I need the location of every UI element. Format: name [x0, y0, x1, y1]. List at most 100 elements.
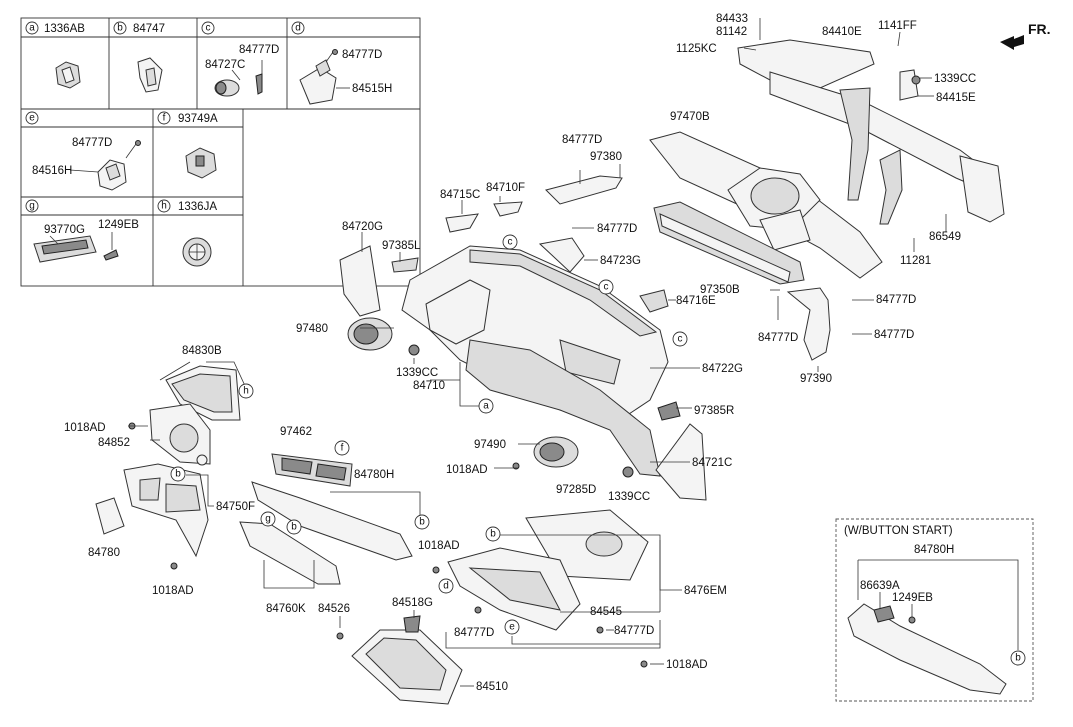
screw-1249eb-bs [908, 616, 916, 624]
inset-header-f: f 93749A [157, 111, 218, 125]
callout-g-diagram: g [265, 514, 271, 525]
clip-1336ab-drawing [55, 61, 81, 89]
label-11281: 11281 [900, 255, 931, 267]
button-start-title: (W/BUTTON START) [844, 525, 953, 537]
label-84415e: 84415E [936, 92, 976, 104]
callout-a-diagram: a [483, 401, 489, 412]
inset-letter-h: h [161, 201, 167, 212]
label-84777d-6: 84777D [454, 627, 494, 639]
callout-circle-c [201, 21, 215, 35]
callout-c-diagram-3: c [678, 334, 683, 345]
bracket-84515h-drawing [299, 49, 350, 105]
label-1339cc-top: 1339CC [934, 73, 976, 85]
label-84720g: 84720G [342, 221, 383, 233]
vent-97480 [347, 317, 393, 351]
inset-part-b: 84747 [133, 23, 165, 35]
callout-h-diagram: h [243, 386, 249, 397]
label-97385r: 97385R [694, 405, 734, 417]
inset-header-g: g [25, 199, 39, 213]
callout-e-diagram: e [509, 622, 515, 633]
label-84716e: 84716E [676, 295, 716, 307]
cowl-cross-bar-assembly [737, 24, 1005, 252]
clips-1339cc [408, 344, 634, 478]
callout-b-diagram-2: b [419, 517, 425, 528]
clip-84747-drawing [137, 57, 163, 93]
label-84715c: 84715C [440, 189, 480, 201]
callout-d-diagram: d [443, 581, 449, 592]
label-84830b: 84830B [182, 345, 222, 357]
label-1018ad-1: 1018AD [64, 422, 106, 434]
inset-header-c: c [201, 21, 215, 35]
callout-b-diagram-1: b [175, 469, 181, 480]
label-84410e: 84410E [822, 26, 862, 38]
start-button-86639a [873, 605, 895, 623]
diagram-callouts: a c c c h f b b g b b d e [170, 234, 688, 635]
callout-circle-h [157, 199, 171, 213]
label-84723g: 84723G [600, 255, 641, 267]
label-97380: 97380 [590, 151, 622, 163]
label-84777d-7: 84777D [614, 625, 654, 637]
label-84518g: 84518G [392, 597, 433, 609]
callout-circle-d [291, 21, 305, 35]
duct-97470b [649, 131, 883, 279]
label-84777d-d: 84777D [342, 49, 382, 61]
lower-panel-84750f [123, 463, 209, 558]
inset-letter-c: c [206, 23, 211, 34]
label-84777d-5: 84777D [874, 329, 914, 341]
garnish-84780h [251, 481, 413, 561]
inset-letter-a: a [29, 23, 35, 34]
inset-letter-e: e [29, 113, 35, 124]
glove-box-housing-8476em [447, 547, 581, 631]
label-8476em: 8476EM [684, 585, 727, 597]
inset-part-f: 93749A [178, 113, 218, 125]
column-shroud-84852 [149, 403, 211, 466]
label-1249eb-g: 1249EB [98, 219, 139, 231]
label-81142: 81142 [716, 26, 747, 38]
label-84510: 84510 [476, 681, 508, 693]
inset-part-a: 1336AB [44, 23, 85, 35]
label-1018ad-4: 1018AD [152, 585, 194, 597]
label-97462: 97462 [280, 426, 312, 438]
duct-97390 [786, 287, 831, 372]
label-84780h: 84780H [354, 469, 394, 481]
duct-97350b [653, 201, 805, 285]
label-84433: 84433 [716, 13, 748, 25]
label-84760k: 84760K [266, 603, 306, 615]
label-84710: 84710 [413, 380, 445, 392]
label-84750f: 84750F [216, 501, 255, 513]
switch-93749a-drawing [185, 147, 217, 179]
label-84780h-bs: 84780H [914, 544, 954, 556]
inset-header-d: d [291, 21, 305, 35]
clip-1336ja-drawing [182, 237, 212, 267]
inset-header-e: e [25, 111, 39, 125]
label-1339cc-low: 1339CC [608, 491, 650, 503]
label-84852: 84852 [98, 437, 130, 449]
center-vent-97462 [271, 453, 353, 487]
label-84516h: 84516H [32, 165, 72, 177]
label-84780: 84780 [88, 547, 120, 559]
callout-f-diagram: f [341, 443, 344, 454]
callout-circle-b [113, 21, 127, 35]
inset-letter-b: b [117, 23, 123, 34]
inset-header-h: h 1336JA [157, 199, 217, 213]
inset-letter-f: f [163, 113, 166, 124]
bracket-84516h-drawing [69, 140, 141, 191]
inset-header-b: b 84747 [113, 21, 165, 35]
label-84545: 84545 [590, 606, 622, 618]
callout-circle-e [25, 111, 39, 125]
label-84777d-3: 84777D [876, 294, 916, 306]
label-1018ad-3: 1018AD [418, 540, 460, 552]
label-1018ad-2: 1018AD [446, 464, 488, 476]
label-86549: 86549 [929, 231, 961, 243]
label-84777d-e: 84777D [72, 137, 112, 149]
fasteners-lower [128, 422, 648, 668]
callout-circle-g [25, 199, 39, 213]
vent-84727c-drawing [214, 60, 263, 97]
inset-letter-d: d [295, 23, 301, 34]
front-arrow-icon [1000, 35, 1024, 50]
label-84526: 84526 [318, 603, 350, 615]
label-84722g: 84722G [702, 363, 743, 375]
label-84710f: 84710F [486, 182, 525, 194]
switch-93770g-drawing [33, 232, 119, 263]
